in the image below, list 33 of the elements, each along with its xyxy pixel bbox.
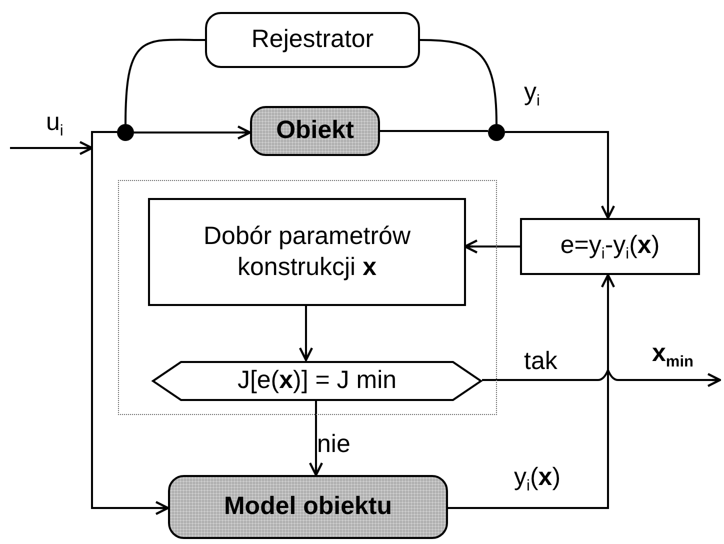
node-text: Dobór parametrów konstrukcji x bbox=[202, 220, 412, 283]
connector-line bbox=[420, 39, 498, 124]
node-text: Rejestrator bbox=[250, 24, 375, 56]
edge-label: y$_{i}$ bbox=[523, 80, 541, 109]
junction-dot bbox=[488, 124, 505, 141]
signal-label: u$_{i}$ bbox=[45, 110, 64, 139]
process-box bbox=[520, 218, 700, 275]
arrow bbox=[464, 239, 520, 254]
edge-label: tak bbox=[523, 349, 558, 374]
shaded-rounded-box bbox=[250, 106, 380, 156]
connector-line bbox=[91, 131, 117, 148]
arrow bbox=[448, 274, 616, 509]
node-text: e=y$_{i}$-y$_{i}$(x) bbox=[559, 230, 661, 264]
edge-label: y$_{i}$(x) bbox=[513, 465, 562, 494]
connector-line bbox=[124, 38, 205, 124]
connector-line bbox=[380, 130, 488, 132]
arrow bbox=[482, 369, 722, 388]
node-text: J[e(x)] = J min bbox=[236, 365, 398, 396]
arrow bbox=[308, 400, 324, 476]
decision-hexagon bbox=[151, 361, 483, 401]
shaded-rounded-box bbox=[168, 475, 448, 539]
node-text: Obiekt bbox=[275, 115, 355, 146]
signal-label: x$_{min}$ bbox=[651, 341, 694, 370]
edge-label: nie bbox=[316, 432, 352, 457]
arrow bbox=[298, 305, 314, 362]
process-box bbox=[148, 198, 466, 306]
arrow bbox=[505, 131, 616, 220]
arrow bbox=[91, 148, 170, 516]
junction-dot bbox=[117, 124, 134, 141]
rounded-box bbox=[205, 12, 420, 68]
arrow bbox=[134, 125, 252, 140]
dotted-group-frame bbox=[118, 180, 497, 415]
node-text: Model obiektu bbox=[222, 491, 394, 522]
